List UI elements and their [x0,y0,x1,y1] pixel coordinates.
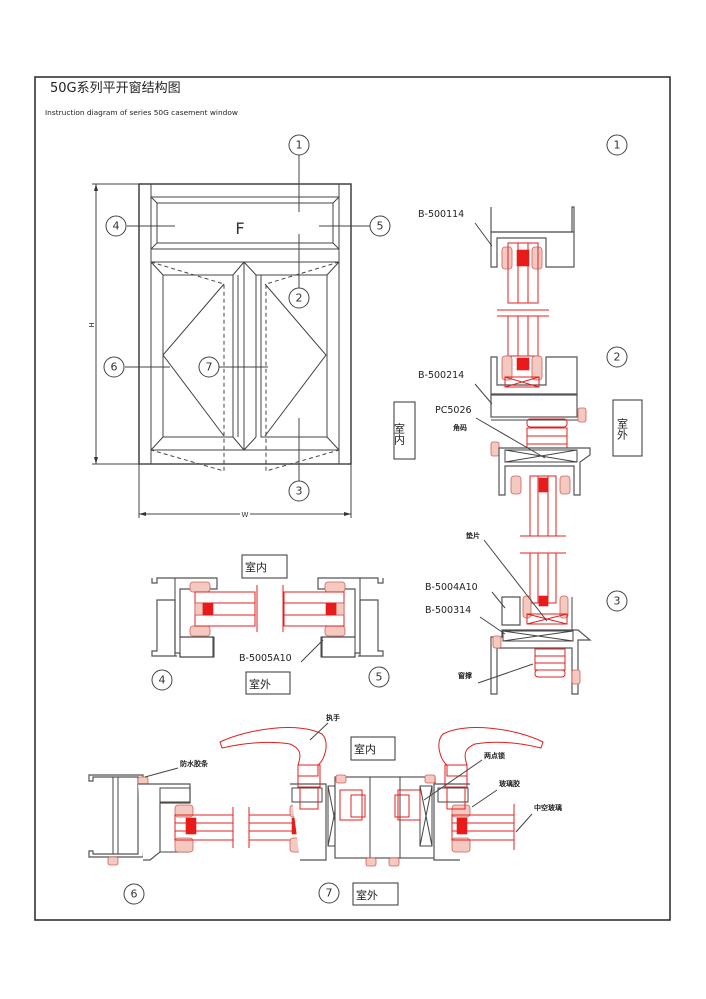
callout-1: 1 [288,134,310,156]
svg-text:室外: 室外 [616,417,629,441]
part-drain-cn: 窗撑 [458,671,472,680]
indoor-box-6-7: 室内 [350,736,396,761]
svg-text:5: 5 [377,220,384,233]
callout-5: 5 [369,215,391,237]
section-callout-3: 3 [606,590,628,612]
part-b-5005a10: B-5005A10 [239,653,292,664]
svg-text:6: 6 [131,888,138,901]
dimension-height-label: H [88,322,96,327]
outdoor-box-vertical: 室外 [612,399,643,457]
svg-text:室内: 室内 [245,560,267,574]
dimension-width-label: W [242,511,249,519]
part-b-5004a10: B-5004A10 [425,582,478,593]
section-callout-5: 5 [368,666,390,688]
outdoor-box-4-5: 室外 [245,671,291,695]
indoor-box-4-5: 室内 [241,554,288,579]
callout-2: 2 [288,287,310,309]
callout-3: 3 [288,480,310,502]
section-callout-7: 7 [318,882,340,904]
svg-text:1: 1 [296,139,303,152]
section-callout-1: 1 [606,134,628,156]
window-elevation: H W F 1 2 3 4 [88,134,391,519]
title-en: Instruction diagram of series 50G caseme… [45,108,238,117]
title-cn: 50G系列平开窗结构图 [50,80,181,96]
section-callout-4: 4 [151,669,173,691]
svg-text:4: 4 [159,674,166,687]
section-6-7: 执手 防水胶条 两点锁 玻璃胶 中空玻璃 室内 室外 6 7 [88,713,562,906]
label-two-point-lock-cn: 两点锁 [484,751,505,760]
svg-text:1: 1 [614,139,621,152]
part-b-500114: B-500114 [418,209,464,220]
callout-4: 4 [105,215,127,237]
part-b-500214: B-500214 [418,370,464,381]
section-callout-2: 2 [606,346,628,368]
section-callout-6: 6 [123,883,145,905]
svg-text:2: 2 [296,292,303,305]
svg-text:2: 2 [614,351,621,364]
label-handle-cn: 执手 [326,713,340,722]
label-insulating-glass-cn: 中空玻璃 [534,803,562,812]
outdoor-box-6-7: 室外 [352,882,399,906]
svg-text:7: 7 [326,887,333,900]
svg-text:室外: 室外 [249,677,271,691]
fixed-pane-label: F [235,219,244,238]
svg-text:4: 4 [113,220,120,233]
vertical-section-1-2-3: 1 2 3 [393,134,643,695]
label-waterproof-strip-cn: 防水胶条 [180,759,209,768]
svg-text:室内: 室内 [393,422,406,446]
svg-text:3: 3 [614,595,621,608]
svg-text:7: 7 [206,361,213,374]
part-pc5026: PC5026 [435,405,472,416]
svg-text:室内: 室内 [354,742,376,756]
part-shim-cn: 垫片 [466,531,480,540]
callout-7: 7 [198,356,220,378]
svg-text:室外: 室外 [356,888,378,902]
indoor-box-vertical: 室内 [393,401,416,460]
section-4-5: B-5005A10 室内 室外 4 5 [151,554,390,695]
part-b-500314: B-500314 [425,605,471,616]
svg-text:3: 3 [296,485,303,498]
label-glass-glue-cn: 玻璃胶 [499,779,520,788]
sheet-border [34,76,671,921]
part-corner-cn: 角码 [453,423,467,432]
svg-text:6: 6 [111,361,118,374]
callout-6: 6 [103,356,125,378]
svg-text:5: 5 [376,671,383,684]
